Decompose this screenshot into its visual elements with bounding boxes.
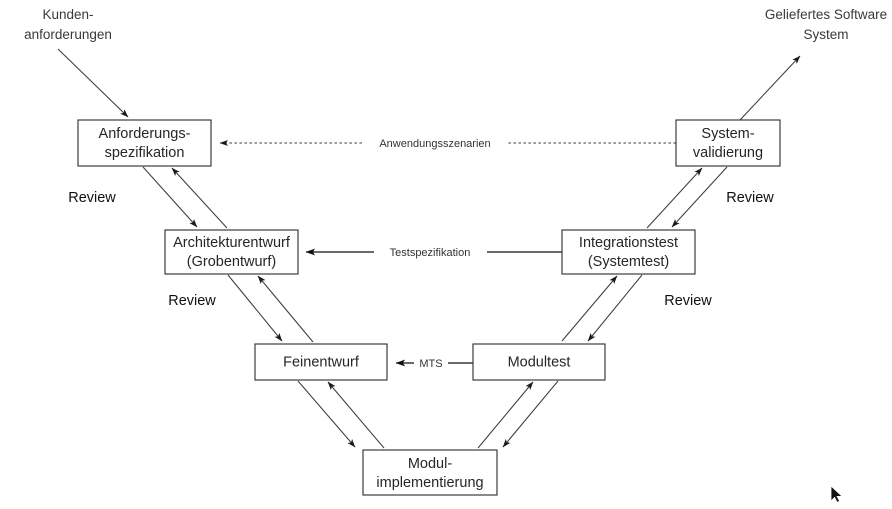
label-geliefertes-software-system: Geliefertes Software System — [765, 7, 887, 42]
box-systemvalidierung-line2: validierung — [693, 145, 763, 161]
box-anforderungsspezifikation[interactable]: Anforderungs- spezifikation — [77, 119, 212, 167]
arrow-review-systemvalidierung-to-integrationstest — [671, 166, 728, 228]
arrow-review-modulimplementierung-to-feinentwurf — [327, 381, 385, 449]
arrow-feinentwurf-to-modulimplementierung — [297, 380, 356, 448]
arrow-review-feinentwurf-to-architekturentwurf — [257, 275, 314, 343]
label-kundenanforderungen-line2: anforderungen — [24, 27, 112, 42]
label-geliefertes-system-line2: System — [803, 27, 848, 42]
edge-label-mts: MTS — [419, 358, 442, 370]
arrow-review-modultest-to-modulimplementierung — [502, 380, 559, 448]
box-modulimplementierung-line2: implementierung — [376, 475, 483, 491]
box-architekturentwurf-line2: (Grobentwurf) — [187, 254, 276, 270]
review-label-left-bottom: Review — [168, 293, 216, 309]
arrow-review-integrationstest-to-modultest — [587, 274, 643, 342]
arrow-modultest-to-integrationstest — [561, 275, 618, 342]
box-anforderungsspezifikation-line2: spezifikation — [105, 145, 185, 161]
box-modultest[interactable]: Modultest — [472, 343, 606, 381]
arrow-anforderungsspezifikation-to-architekturentwurf — [142, 166, 198, 228]
box-modultest-label: Modultest — [508, 354, 571, 370]
edge-label-anwendungsszenarien: Anwendungsszenarien — [379, 138, 490, 150]
arrow-review-architekturentwurf-to-anforderungsspezifikation — [171, 167, 228, 229]
box-integrationstest-line1: Integrationstest — [579, 235, 678, 251]
box-integrationstest-line2: (Systemtest) — [588, 254, 669, 270]
arrow-kundenanforderungen-to-anforderungsspezifikation — [57, 48, 129, 118]
label-geliefertes-system-line1: Geliefertes Software — [765, 7, 887, 22]
box-feinentwurf[interactable]: Feinentwurf — [254, 343, 388, 381]
mouse-cursor — [830, 485, 844, 503]
arrow-modulimplementierung-to-modultest — [477, 381, 534, 449]
review-label-right-top: Review — [726, 190, 774, 206]
label-kundenanforderungen: Kunden- anforderungen — [24, 7, 112, 42]
edge-label-testspezifikation: Testspezifikation — [390, 247, 471, 259]
box-systemvalidierung[interactable]: System- validierung — [675, 119, 781, 167]
box-architekturentwurf-line1: Architekturentwurf — [173, 235, 291, 251]
review-label-left-top: Review — [68, 190, 116, 206]
box-modulimplementierung-line1: Modul- — [408, 456, 452, 472]
box-systemvalidierung-line1: System- — [701, 126, 754, 142]
box-feinentwurf-label: Feinentwurf — [283, 354, 360, 370]
arrow-integrationstest-to-systemvalidierung — [646, 167, 703, 229]
arrow-architekturentwurf-to-feinentwurf — [227, 274, 283, 342]
box-modulimplementierung[interactable]: Modul- implementierung — [362, 449, 498, 496]
box-architekturentwurf[interactable]: Architekturentwurf (Grobentwurf) — [164, 229, 299, 275]
label-kundenanforderungen-line1: Kunden- — [42, 7, 93, 22]
review-label-right-bottom: Review — [664, 293, 712, 309]
arrow-systemvalidierung-to-geliefertes-system — [739, 55, 801, 121]
box-integrationstest[interactable]: Integrationstest (Systemtest) — [561, 229, 696, 275]
box-anforderungsspezifikation-line1: Anforderungs- — [99, 126, 191, 142]
